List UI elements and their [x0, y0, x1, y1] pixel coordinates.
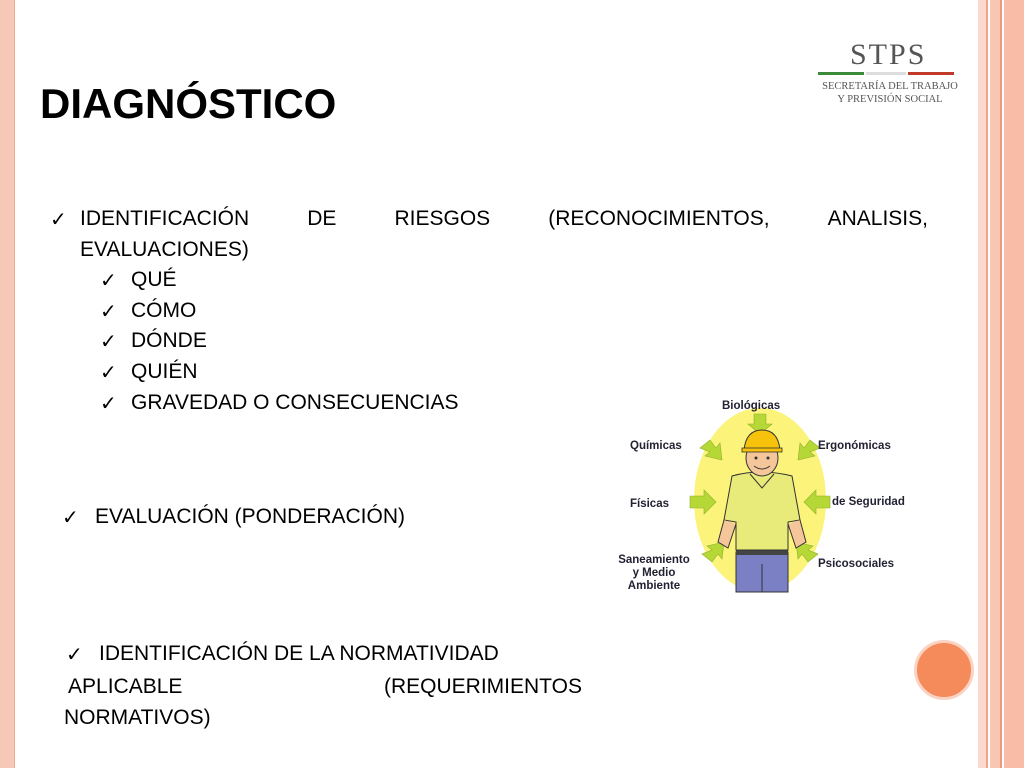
logo-line-red [908, 72, 954, 75]
bullet-normatividad-line2-left: APLICABLE [68, 675, 183, 698]
arrow-top-right [797, 439, 821, 461]
label-saneamiento-line2: y Medio [632, 567, 676, 579]
checkmark-icon: ✓ [100, 301, 117, 323]
slide-title: DIAGNÓSTICO [40, 80, 337, 127]
worker-illustration [689, 408, 831, 593]
checkmark-icon: ✓ [100, 393, 117, 415]
logo-line-white [866, 72, 906, 75]
logo-stps-text: STPS [850, 38, 927, 71]
logo-subtitle-line2: Y PREVISIÓN SOCIAL [837, 94, 943, 105]
arrow-left [689, 489, 717, 515]
checkmark-icon: ✓ [66, 644, 83, 666]
arrow-bottom-right [795, 541, 819, 563]
sub-item-que: QUÉ [131, 268, 177, 291]
checkmark-icon: ✓ [100, 331, 117, 353]
bullet-normatividad-line3: NORMATIVOS) [64, 706, 211, 729]
label-saneamiento: Saneamiento y Medio Ambiente [604, 554, 704, 593]
left-decorative-border [0, 0, 15, 768]
logo-line-green [818, 72, 864, 75]
bullet-evaluacion: EVALUACIÓN (PONDERACIÓN) [95, 505, 405, 528]
orange-circle-decoration [914, 640, 974, 700]
bullet-normatividad-line1: IDENTIFICACIÓN DE LA NORMATIVIDAD [99, 642, 499, 665]
label-ergonomicas: Ergonómicas [818, 440, 891, 452]
sub-item-donde: DÓNDE [131, 329, 207, 352]
word: IDENTIFICACIÓN [80, 207, 250, 230]
stps-logo: STPS SECRETARÍA DEL TRABAJO Y PREVISIÓN … [814, 38, 958, 110]
checkmark-icon: ✓ [100, 270, 117, 292]
arrow-top-left [699, 439, 723, 461]
word: DE [307, 207, 337, 230]
bullet-identificacion-riesgos-line1: IDENTIFICACIÓN DE RIESGOS (RECONOCIMIENT… [80, 207, 928, 231]
word: (RECONOCIMIENTOS, [548, 207, 770, 230]
word: RIESGOS [394, 207, 491, 230]
arrow-right [803, 489, 831, 515]
sub-item-como: CÓMO [131, 299, 197, 322]
label-saneamiento-line3: Ambiente [627, 580, 681, 592]
word: ANALISIS, [827, 207, 928, 230]
arrow-top [747, 413, 773, 435]
label-quimicas: Químicas [630, 440, 682, 452]
label-saneamiento-line1: Saneamiento [618, 554, 690, 566]
worker [717, 429, 807, 593]
risk-factors-diagram: Biológicas Químicas Ergonómicas Físicas … [600, 392, 945, 602]
arrows [689, 413, 831, 563]
arrow-bottom-left [701, 541, 725, 563]
label-biologicas: Biológicas [722, 400, 781, 412]
right-decorative-stripes [978, 0, 1024, 768]
label-fisicas: Físicas [630, 498, 669, 510]
logo-subtitle-line1: SECRETARÍA DEL TRABAJO [822, 81, 958, 92]
checkmark-icon: ✓ [62, 507, 79, 529]
label-seguridad: de Seguridad [832, 496, 905, 508]
logo-subtitle: SECRETARÍA DEL TRABAJO Y PREVISIÓN SOCIA… [822, 80, 958, 106]
bullet-identificacion-riesgos-line2: EVALUACIONES) [80, 238, 249, 261]
sub-item-gravedad: GRAVEDAD O CONSECUENCIAS [131, 391, 459, 414]
bullet-normatividad-line2-right: (REQUERIMIENTOS [384, 675, 582, 698]
checkmark-icon: ✓ [100, 362, 117, 384]
sub-item-quien: QUIÉN [131, 360, 198, 383]
label-psicosociales: Psicosociales [818, 558, 895, 570]
checkmark-icon: ✓ [50, 209, 67, 231]
